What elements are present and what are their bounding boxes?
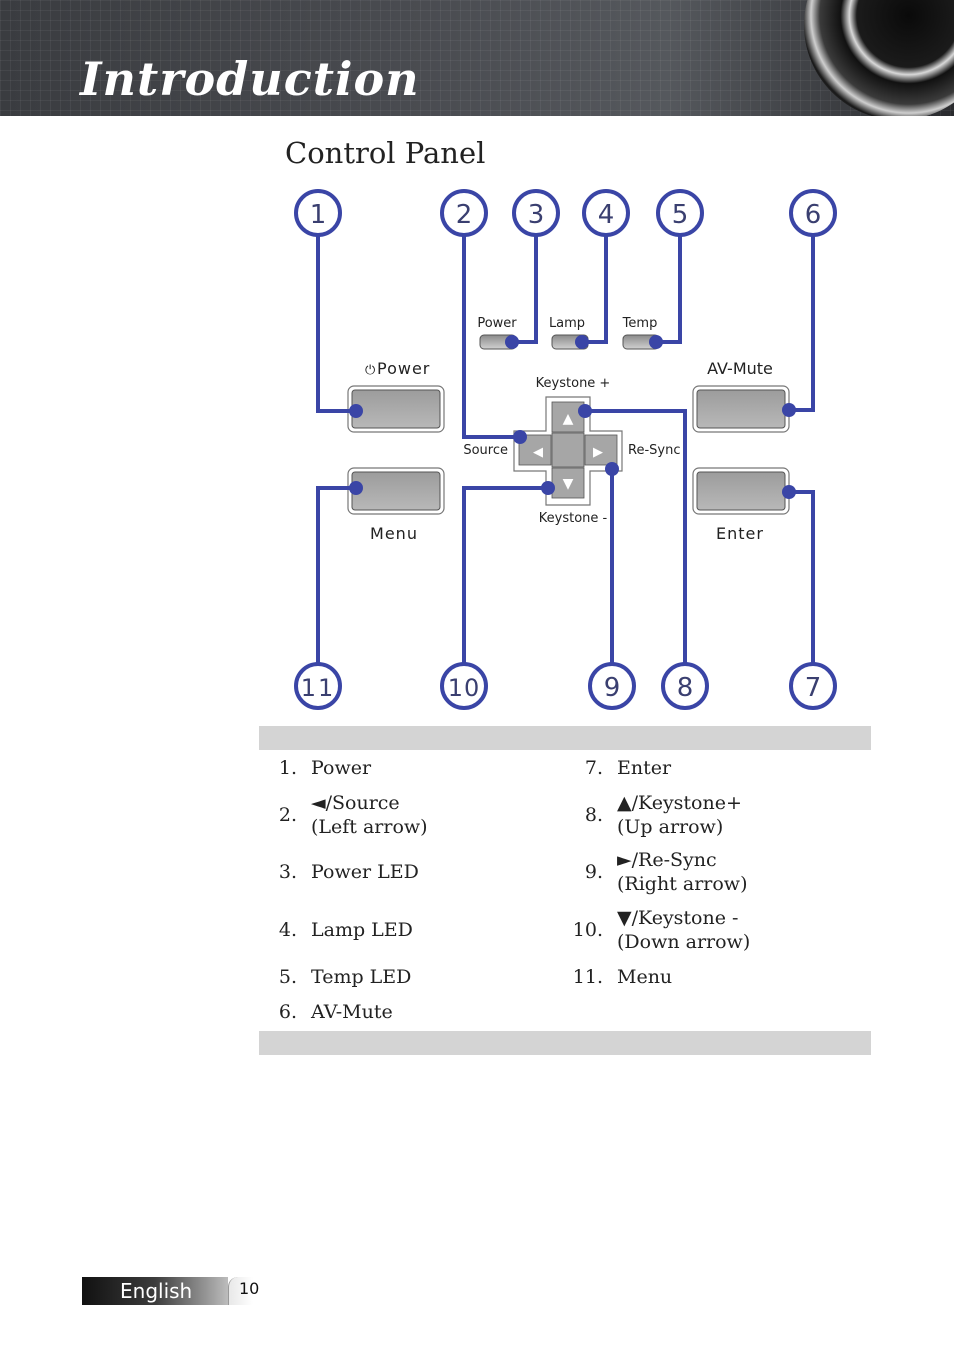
callout-numbers: 1 2 3 4 5 6 7 8 9 10 11: [301, 200, 822, 703]
right-arrow-icon: ▶: [593, 445, 603, 460]
legend-item-1: 1. Power: [278, 757, 372, 779]
keystone-plus-label: Keystone +: [536, 376, 611, 391]
control-panel-diagram: ▲ ▼ ◀ ▶ ⏻ Power AV-Mute Power Lamp Temp …: [294, 189, 837, 710]
page-number: 10: [239, 1279, 260, 1298]
callout-5: 5: [672, 200, 689, 230]
keystone-minus-label: Keystone -: [539, 511, 608, 526]
legend-item-2: 2. ◄/Source(Left arrow): [278, 792, 428, 838]
source-label: Source: [463, 443, 508, 458]
callout-leader-lines: [316, 236, 815, 663]
legend-item-7: 7. Enter: [584, 757, 672, 779]
power-button[interactable]: [347, 385, 445, 433]
callout-4: 4: [598, 200, 615, 230]
power-button-label: Power: [377, 359, 430, 378]
callout-1: 1: [310, 200, 327, 230]
callout-3: 3: [528, 200, 545, 230]
up-arrow-icon: ▲: [563, 411, 574, 427]
footer-language: English: [120, 1279, 193, 1303]
menu-label: Menu: [370, 524, 418, 543]
legend-bottom-band: [259, 1031, 871, 1055]
av-mute-button[interactable]: [692, 385, 790, 433]
av-mute-label: AV-Mute: [707, 359, 773, 378]
callout-6: 6: [805, 200, 822, 230]
footer-language-bar: [82, 1277, 228, 1305]
callout-7: 7: [805, 673, 822, 703]
header-title: Introduction: [80, 52, 420, 106]
legend-item-11: 11. Menu: [572, 966, 673, 988]
re-sync-label: Re-Sync: [628, 443, 680, 458]
left-arrow-icon: ◀: [533, 445, 543, 460]
legend-table: 1. Power 2. ◄/Source(Left arrow) 3. Powe…: [259, 750, 871, 1030]
callout-circles: [294, 189, 837, 710]
callout-8: 8: [677, 673, 694, 703]
header-texture: [0, 0, 954, 116]
menu-button[interactable]: [347, 467, 445, 515]
down-arrow-button[interactable]: ▼: [551, 467, 585, 499]
section-title: Control Panel: [285, 136, 486, 170]
footer-page-tab: [228, 1277, 253, 1305]
page-header: Introduction: [0, 0, 954, 116]
power-symbol-icon: ⏻: [365, 363, 375, 378]
callout-9: 9: [604, 673, 621, 703]
callout-2: 2: [456, 200, 473, 230]
callout-anchor-dots: [349, 335, 796, 499]
down-arrow-icon: ▼: [563, 476, 574, 492]
up-arrow-button[interactable]: ▲: [551, 401, 585, 433]
power-led-label: Power: [477, 316, 517, 331]
legend-item-4: 4. Lamp LED: [278, 919, 413, 941]
callout-11: 11: [301, 674, 336, 702]
legend-item-5: 5. Temp LED: [278, 966, 412, 988]
enter-label: Enter: [716, 524, 764, 543]
callout-10: 10: [448, 674, 481, 702]
lamp-led-label: Lamp: [549, 316, 585, 331]
legend-top-band: [259, 726, 871, 750]
legend-item-10: 10. ▼/Keystone -(Down arrow): [572, 907, 751, 953]
temp-led-label: Temp: [622, 316, 658, 331]
enter-button[interactable]: [692, 467, 790, 515]
direction-pad: ▲ ▼ ◀ ▶: [513, 396, 623, 506]
legend-item-9: 9. ►/Re-Sync(Right arrow): [584, 849, 748, 895]
legend-item-6: 6. AV-Mute: [278, 1001, 393, 1023]
page-footer: English 10: [82, 1277, 259, 1305]
right-arrow-button[interactable]: ▶: [584, 434, 618, 466]
legend-item-8: 8. ▲/Keystone+(Up arrow): [584, 792, 742, 838]
legend-item-3: 3. Power LED: [278, 861, 419, 883]
